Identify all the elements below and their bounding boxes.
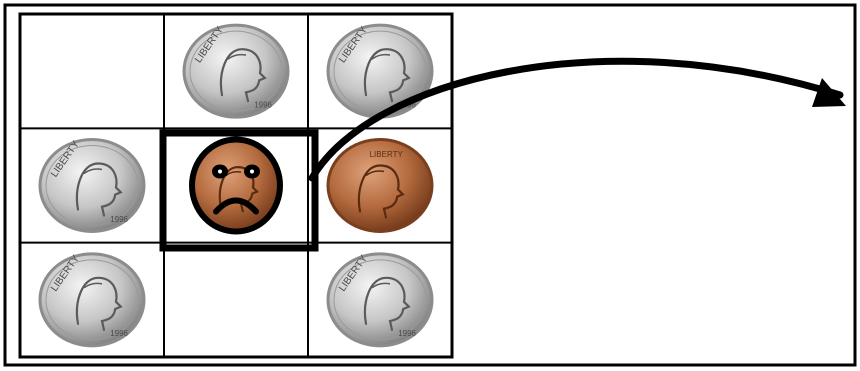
dime-face: [184, 25, 288, 117]
penny-coin: LIBERTY: [328, 140, 432, 232]
sad-face-icon: [192, 140, 280, 232]
sad-penny: [192, 140, 280, 232]
dime-face: [328, 25, 432, 117]
dime-face: [40, 254, 144, 346]
coins-layer: LIBERTY1996LIBERTY1996LIBERTY1996LIBERTY…: [40, 25, 432, 346]
dime-face: [40, 140, 144, 232]
dime-year: 1996: [110, 215, 128, 224]
dime-face: [328, 254, 432, 346]
eye-highlight: [218, 170, 222, 174]
dime-year: 1996: [398, 329, 416, 338]
dime-year: 1996: [110, 329, 128, 338]
dime-year: 1996: [254, 101, 272, 110]
penny-motto: LIBERTY: [370, 150, 404, 159]
eye-highlight: [250, 170, 254, 174]
